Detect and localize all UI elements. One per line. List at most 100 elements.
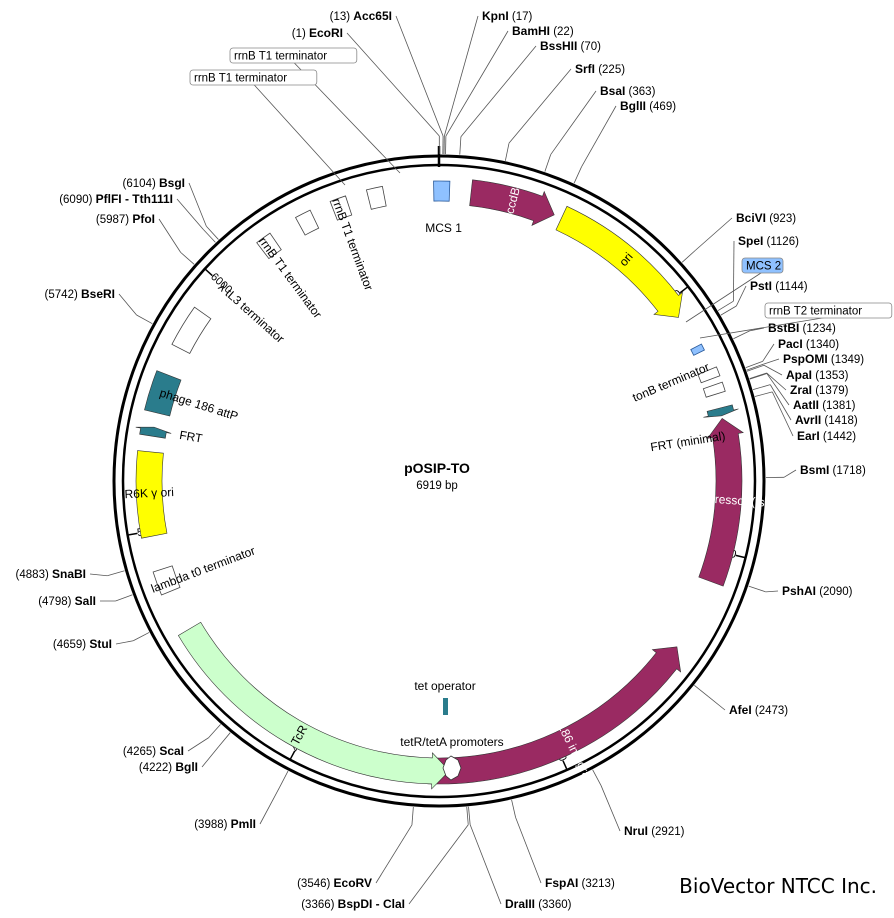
- site-position: (1381): [819, 400, 856, 412]
- site-leader-1: [544, 154, 552, 172]
- site-leader-2: [375, 824, 413, 884]
- site-leader-1: [208, 724, 221, 739]
- site-leader-1: [202, 228, 216, 243]
- site-leader-2: [460, 45, 537, 137]
- site-leader-1: [754, 391, 773, 397]
- site-leader-1: [218, 732, 231, 747]
- site-label: (5742) BseRI: [45, 287, 115, 301]
- site-name: PstI: [750, 279, 772, 293]
- label-frame: [229, 47, 358, 64]
- site-leader-1: [720, 305, 737, 316]
- label-frame: [764, 302, 893, 319]
- site-label: PstI (1144): [750, 279, 808, 293]
- site-leader-2: [771, 391, 794, 437]
- site-label: SpeI (1126): [738, 234, 799, 248]
- tet-operator-label: tet operator: [414, 679, 475, 693]
- site-label: KpnI (17): [482, 9, 532, 23]
- site-label: (6090) PflFI - Tth111I: [59, 192, 173, 206]
- site-leader-2: [469, 824, 502, 905]
- site-name: EarI: [797, 429, 820, 443]
- site-label: ZraI (1379): [790, 383, 849, 397]
- boxed-label-text: rrnB T1 terminator: [194, 73, 287, 85]
- feature-frt-arrow: [135, 426, 172, 439]
- feature-repressor-ts-label: λ repressor (ts): [688, 490, 769, 509]
- feature-ori-arrow: [555, 205, 683, 318]
- leader-line: [699, 316, 829, 339]
- site-leader-2: [118, 293, 137, 316]
- site-leader-2: [158, 218, 181, 253]
- site-leader-1: [746, 363, 764, 371]
- site-pflfi-tth111i: (6090) PflFI - Tth111I: [59, 192, 216, 243]
- feature-r6k-ori-arrow: [135, 450, 168, 539]
- site-leader-1: [511, 799, 516, 818]
- site-leader-2: [695, 217, 733, 251]
- site-leader-2: [515, 817, 542, 884]
- site-position: (225): [595, 64, 625, 76]
- site-afei: AfeI (2473): [694, 685, 788, 717]
- site-leader-2: [115, 640, 134, 645]
- leader-line: [685, 271, 763, 323]
- feature-inner-label: rrnB T1 terminator: [329, 196, 376, 292]
- tet-operator-box: [443, 698, 448, 715]
- site-position: (3213): [578, 878, 615, 890]
- site-label: (1) EcoRI: [292, 26, 343, 40]
- site-position: (4883): [16, 569, 52, 581]
- site-label: (4222) BglI: [139, 760, 198, 774]
- site-scai: (4265) ScaI: [123, 724, 221, 758]
- site-leader-2: [581, 105, 617, 168]
- site-leader-2: [749, 327, 765, 332]
- site-name: DraIII: [505, 897, 535, 911]
- site-name: PflFI - Tth111I: [96, 192, 173, 206]
- site-leader-2: [187, 737, 209, 752]
- site-ecori: (1) EcoRI: [292, 26, 440, 155]
- site-name: BspDI - ClaI: [338, 897, 405, 911]
- site-name: SnaBI: [52, 567, 86, 581]
- site-label: (13) Acc65I: [330, 9, 392, 23]
- site-label: AfeI (2473): [729, 703, 788, 717]
- site-bglii: BglII (469): [573, 99, 676, 184]
- terminator-box: [365, 185, 387, 210]
- site-position: (6090): [59, 194, 95, 206]
- site-leader-2: [259, 786, 281, 825]
- site-bsgi: (6104) BsgI: [123, 176, 219, 240]
- site-label: (6104) BsgI: [123, 176, 185, 190]
- site-position: (17): [509, 11, 533, 23]
- boxed-label: MCS 2: [685, 257, 784, 323]
- site-bamhi: BamHI (22): [445, 24, 574, 155]
- site-name: PmlI: [231, 817, 256, 831]
- site-position: (4798): [38, 596, 74, 608]
- brand-logo: BioVector NTCC Inc.: [679, 874, 877, 898]
- site-leader-2: [763, 358, 780, 365]
- site-position: (2473): [752, 705, 789, 717]
- site-position: (1442): [820, 431, 857, 443]
- site-name: AfeI: [729, 703, 752, 717]
- site-leader-2: [346, 32, 440, 137]
- site-position: (1126): [763, 236, 799, 248]
- site-name: BciVI: [736, 211, 766, 225]
- site-name: StuI: [89, 637, 112, 651]
- site-position: (1353): [812, 370, 849, 382]
- site-bsmi: BsmI (1718): [765, 463, 866, 478]
- site-position: (6104): [123, 178, 159, 190]
- site-label: AatII (1381): [793, 398, 856, 412]
- site-sali: (4798) SalI: [38, 594, 133, 608]
- site-position: (3546): [297, 878, 333, 890]
- site-pmli: (3988) PmlI: [194, 770, 289, 831]
- site-leader-2: [408, 824, 469, 905]
- site-leader-1: [733, 330, 750, 340]
- site-leader-1: [206, 225, 219, 240]
- site-bspdi-clai: (3366) BspDI - ClaI: [301, 806, 469, 911]
- site-leader-2: [765, 590, 779, 593]
- site-leader-2: [769, 384, 792, 421]
- site-leader-2: [443, 15, 479, 137]
- feature-inner-label: λ tL3 terminator: [215, 280, 287, 346]
- site-label: BsmI (1718): [800, 463, 866, 477]
- site-leader-1: [180, 252, 195, 265]
- site-label: BsaI (363): [600, 84, 656, 98]
- tick-mark: [562, 760, 568, 770]
- site-position: (1718): [829, 465, 866, 477]
- site-bgli: (4222) BglI: [139, 732, 231, 774]
- site-bseri: (5742) BseRI: [45, 287, 153, 325]
- site-label: PacI (1340): [778, 337, 839, 351]
- feature-frt-minimal-arrow: [703, 404, 739, 418]
